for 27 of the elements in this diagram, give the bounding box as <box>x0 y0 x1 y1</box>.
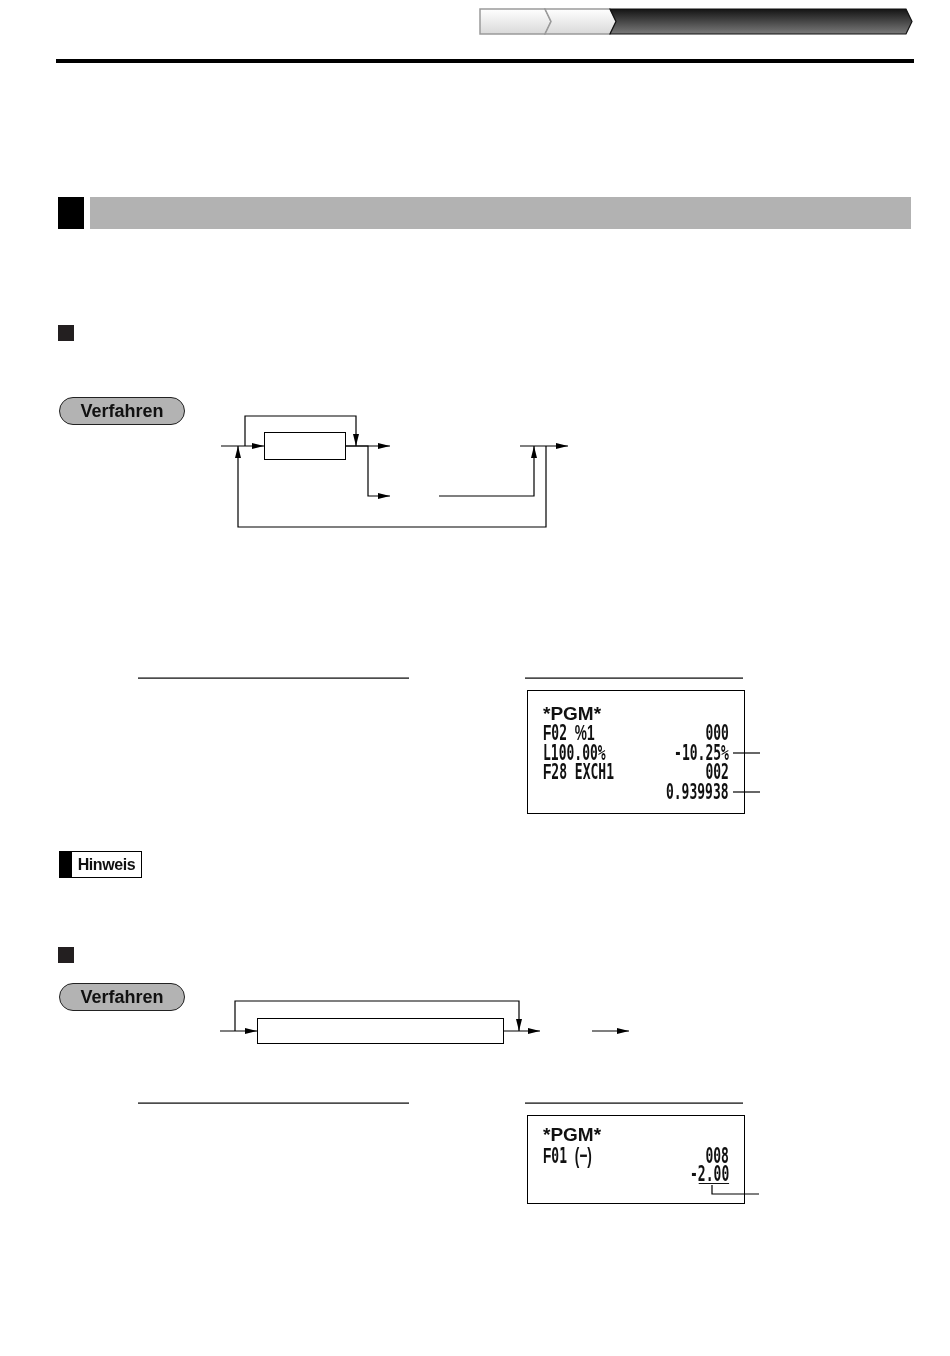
flow-arrow <box>219 1028 258 1034</box>
branch-arrow <box>345 445 391 499</box>
flow-arrow <box>503 1028 541 1034</box>
process-box <box>257 1018 504 1044</box>
receipt-text: *PGM* <box>543 704 602 724</box>
receipt-text: 000 <box>705 723 729 743</box>
receipt-text: 008 <box>705 1146 729 1166</box>
receipt-value: -2.00 <box>689 1164 729 1184</box>
leader-line <box>732 752 761 754</box>
receipt-text: F02 %1 <box>543 723 595 743</box>
process-box <box>264 432 346 460</box>
receipt-text: F28 EXCH1 <box>543 762 615 782</box>
note-tag: Hinweis <box>59 851 142 878</box>
section-heading-bar <box>90 197 911 229</box>
receipt-value: -10.25% <box>674 743 733 763</box>
receipt-printout <box>527 690 745 814</box>
procedure-tag: Verfahren <box>59 397 185 425</box>
leader-line <box>711 1184 760 1195</box>
flow-arrow <box>220 443 265 449</box>
procedure-tag: Verfahren <box>59 983 185 1011</box>
receipt-text: 002 <box>705 762 729 782</box>
receipt-text: *PGM* <box>543 1125 602 1145</box>
receipt-text: L100.00% <box>543 743 606 763</box>
leader-line <box>732 791 761 793</box>
receipt-text: F01 (−) <box>543 1146 592 1166</box>
receipt-value: 0.939938 <box>666 782 733 802</box>
receipt-printout <box>527 1115 745 1204</box>
